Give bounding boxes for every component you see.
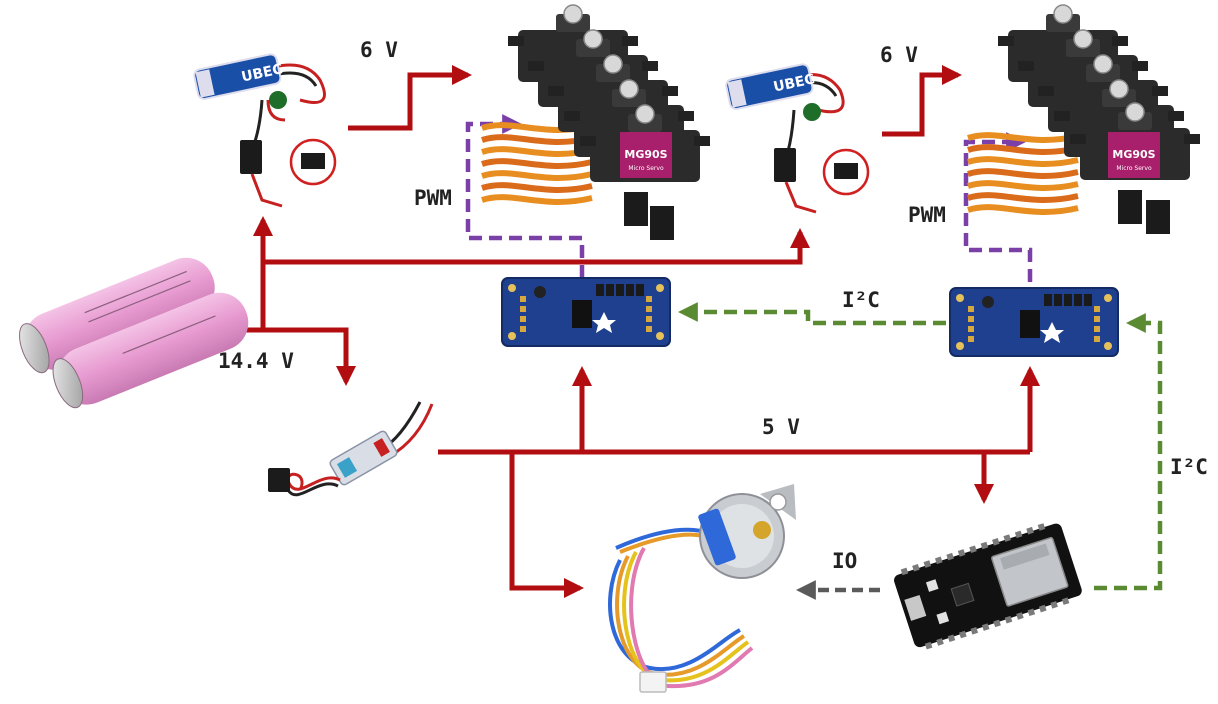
servo-left-model: MG90S	[624, 148, 667, 161]
stepper-5v-wire	[512, 452, 580, 588]
label-14v: 14.4 V	[218, 349, 294, 373]
servo-stack-right: MG90S Micro Servo	[968, 5, 1200, 234]
i2c-esp32-link-line	[1094, 323, 1160, 588]
pca9685-left	[502, 278, 670, 346]
label-io: IO	[832, 549, 857, 573]
servo-left-sub: Micro Servo	[628, 165, 664, 172]
ubec-left: UBEC	[193, 52, 335, 206]
servo-stack-left: MG90S Micro Servo	[482, 5, 710, 240]
label-6v-right: 6 V	[880, 43, 918, 67]
label-pwm-right: PWM	[908, 203, 946, 227]
servo-right-model: MG90S	[1112, 148, 1155, 161]
label-pwm-left: PWM	[414, 186, 452, 210]
battery-pack	[12, 243, 256, 422]
stepper-motor	[610, 484, 796, 692]
servo-right-6v-wire	[882, 75, 958, 134]
servo-left-6v-wire	[348, 75, 468, 128]
label-6v-left: 6 V	[360, 38, 398, 62]
label-5v: 5 V	[762, 415, 800, 439]
voltage-regulator	[268, 402, 432, 495]
i2c-pca-link-line	[682, 312, 946, 323]
pca9685-right	[950, 288, 1118, 356]
label-i2c-right: I²C	[1170, 455, 1208, 479]
servo-right-sub: Micro Servo	[1116, 165, 1152, 172]
label-i2c-mid: I²C	[842, 288, 880, 312]
esp32-board	[891, 518, 1084, 652]
ubec-right: UBEC	[725, 62, 868, 212]
